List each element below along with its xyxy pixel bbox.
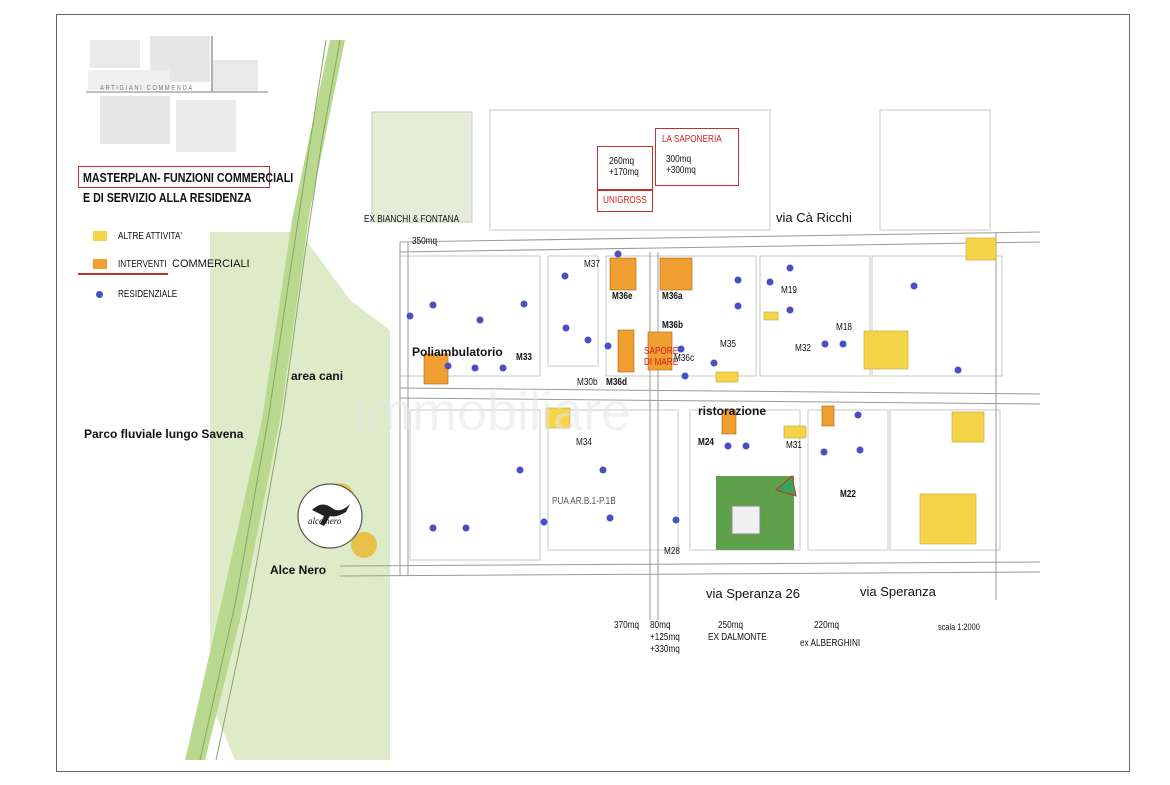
unigross-label-box (597, 190, 653, 212)
lot-m33: M33 (516, 352, 532, 363)
lot-m36d: M36d (606, 377, 627, 388)
alce-nero-logo (297, 483, 377, 558)
area-220: 220mq (814, 620, 840, 631)
lot-m31: M31 (786, 440, 802, 451)
lot-m36a: M36a (662, 291, 683, 302)
river-park-area (210, 232, 390, 760)
sapore-di-mare-label: SAPORE DI MARE (644, 346, 679, 368)
lot-m28: M28 (664, 546, 680, 557)
ex-bianchi-area: 350mq (412, 236, 438, 247)
unigross-area: 260mq +170mq (609, 156, 639, 178)
lot-m32: M32 (795, 343, 811, 354)
lot-m18: M18 (836, 322, 852, 333)
street-via-ca-ricchi: via Cà Ricchi (776, 210, 852, 225)
poliambulatorio-label: Poliambulatorio (412, 345, 503, 359)
title-line2: E DI SERVIZIO ALLA RESIDENZA (83, 190, 252, 205)
lot-m24: M24 (698, 437, 714, 448)
urban-blocks (371, 109, 1003, 561)
title-box (78, 166, 270, 188)
legend-swatch-altre (93, 231, 107, 241)
title-line1: MASTERPLAN- FUNZIONI COMMERCIALI (83, 170, 294, 185)
unigross-label: UNIGROSS (603, 195, 647, 206)
location-pin-icon (774, 475, 797, 497)
ex-bianchi-label: EX BIANCHI & FONTANA (364, 214, 460, 225)
lot-m30b: M30b (577, 377, 598, 388)
lot-m36b: M36b (662, 320, 683, 331)
lot-m19: M19 (781, 285, 797, 296)
altre-attivita-blocks (545, 237, 997, 545)
lot-m22: M22 (840, 489, 856, 500)
alce-nero-logo-text: alce nero (308, 516, 342, 526)
legend-label-residenziale: RESIDENZIALE (118, 289, 178, 300)
saponeria-box (655, 128, 739, 186)
interventi-commerciali-blocks (423, 257, 835, 435)
saponeria-area: 300mq +300mq (666, 154, 696, 176)
saponeria-label: LA SAPONERIA (662, 134, 722, 145)
area-cani-label: area cani (291, 369, 344, 383)
scale-label: scala 1:2000 (938, 622, 980, 632)
river-corridor (185, 40, 345, 760)
lot-m37: M37 (584, 259, 600, 270)
lot-m35: M35 (720, 339, 736, 350)
ex-alberghini-label: ex ALBERGHINI (800, 638, 861, 649)
lot-m34: M34 (576, 437, 592, 448)
ex-dalmonte-label: EX DALMONTE (708, 632, 767, 643)
street-via-speranza-26: via Speranza 26 (706, 586, 800, 601)
legend-label-altre: ALTRE ATTIVITA' (118, 231, 182, 242)
legend-label-interventi: INTERVENTI (118, 259, 167, 270)
legend-swatch-residenziale (96, 291, 103, 298)
legend-label-commerciali: COMMERCIALI (172, 258, 250, 270)
legend-underline (78, 273, 168, 275)
parco-label: Parco fluviale lungo Savena (84, 427, 244, 441)
residenziale-dots (406, 250, 962, 532)
unigross-box (597, 146, 653, 190)
lot-m36c: M36c (674, 353, 695, 364)
ristorazione-label: ristorazione (698, 404, 767, 418)
area-370: 370mq (614, 620, 640, 631)
street-via-speranza: via Speranza (860, 584, 936, 599)
lot-m36e: M36e (612, 291, 633, 302)
svg-text:immobiliare: immobiliare (355, 382, 631, 442)
pua-label: PUA AR.B.1-P.1B (552, 496, 616, 507)
alce-nero-label: Alce Nero (270, 563, 327, 577)
legend-swatch-interventi (93, 259, 107, 269)
watermark-caption: ARTIGIANI COMMENDA (100, 85, 194, 92)
watermark-logo (86, 36, 268, 152)
area-80: 80mq +125mq +330mq (650, 620, 680, 655)
roads (339, 231, 1041, 620)
area-250: 250mq (718, 620, 744, 631)
